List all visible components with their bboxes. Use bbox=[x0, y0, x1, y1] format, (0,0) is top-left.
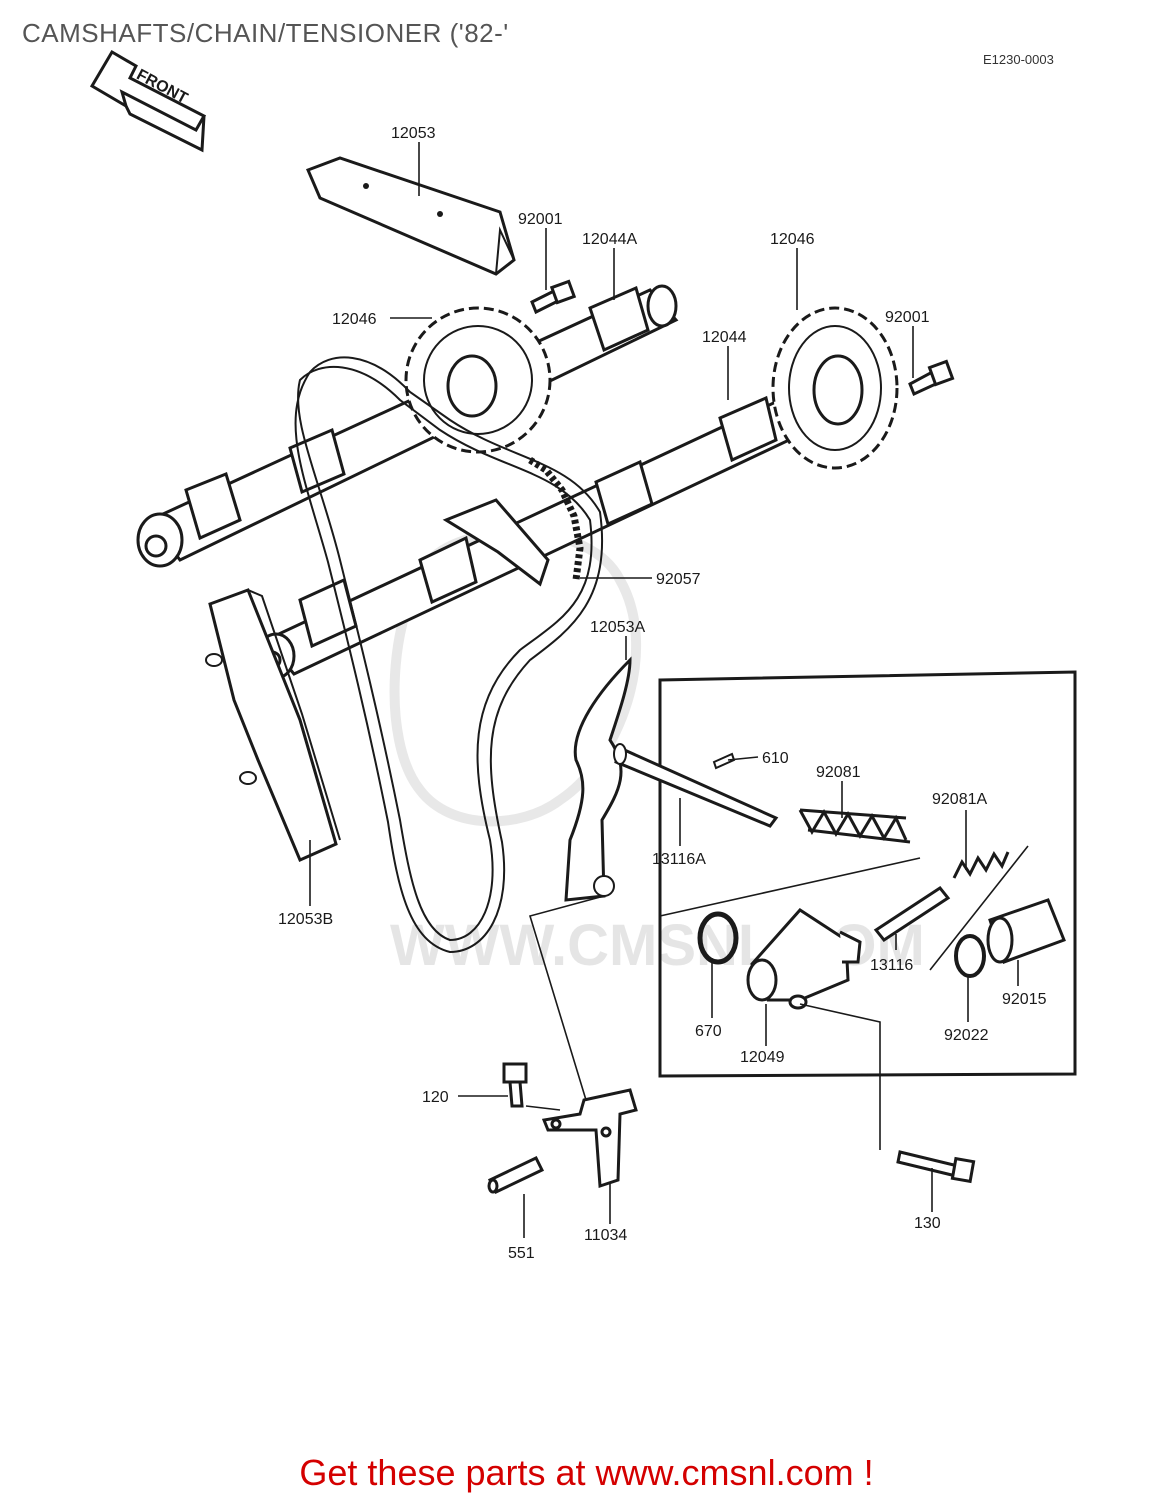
part-label-610: 610 bbox=[762, 750, 789, 767]
part-label-12053B: 12053B bbox=[278, 911, 333, 928]
part-label-12046-b: 12046 bbox=[770, 231, 815, 248]
part-label-92022: 92022 bbox=[944, 1027, 989, 1044]
part-label-12046-a: 12046 bbox=[332, 311, 377, 328]
washer-icon bbox=[954, 934, 986, 978]
part-label-130: 130 bbox=[914, 1215, 941, 1232]
part-label-670: 670 bbox=[695, 1023, 722, 1040]
part-label-120: 120 bbox=[422, 1089, 449, 1106]
pin-551-icon bbox=[487, 1156, 545, 1194]
part-label-92057: 92057 bbox=[656, 571, 701, 588]
spring-small-icon bbox=[952, 851, 1010, 879]
cap-icon bbox=[986, 898, 1066, 964]
tensioner-guide-icon bbox=[564, 656, 632, 902]
part-label-11034: 11034 bbox=[584, 1227, 627, 1244]
footer-link[interactable]: Get these parts at www.cmsnl.com ! bbox=[299, 1452, 874, 1493]
chain-guide-top-icon bbox=[306, 156, 516, 276]
leader-lines bbox=[309, 142, 1029, 1238]
tensioner-body-icon bbox=[746, 908, 862, 1010]
plunger-icon bbox=[873, 885, 951, 943]
pin-610-icon bbox=[712, 752, 736, 770]
front-arrow-icon: FRONT bbox=[89, 49, 207, 153]
bolt-92001-a-icon bbox=[530, 279, 577, 315]
sprocket-rear-icon bbox=[404, 306, 552, 454]
part-labels: 12053 92001 12044A 12046 12046 92001 120… bbox=[278, 125, 1047, 1262]
part-label-92015: 92015 bbox=[1002, 991, 1047, 1008]
part-label-92001-b: 92001 bbox=[885, 309, 930, 326]
part-label-12049: 12049 bbox=[740, 1049, 785, 1066]
bolt-130-icon bbox=[896, 1150, 976, 1184]
part-label-13116: 13116 bbox=[870, 957, 913, 974]
part-label-12044: 12044 bbox=[702, 329, 747, 346]
sprocket-front-icon bbox=[771, 306, 899, 470]
watermark: WWW.CMSNL.COM bbox=[389, 527, 925, 978]
bolt-120-icon bbox=[502, 1062, 528, 1108]
part-label-92001-a: 92001 bbox=[518, 211, 563, 228]
part-label-12053: 12053 bbox=[391, 125, 436, 142]
tensioner-inset-box bbox=[658, 670, 1077, 1078]
spring-large-icon bbox=[798, 808, 911, 844]
part-label-92081A: 92081A bbox=[932, 791, 987, 808]
part-label-13116A: 13116A bbox=[652, 851, 706, 868]
diagram-code: E1230-0003 bbox=[983, 52, 1054, 67]
parts-diagram: WWW.CMSNL.COM FRONT bbox=[89, 49, 1077, 1262]
part-label-12044A: 12044A bbox=[582, 231, 637, 248]
part-label-92081: 92081 bbox=[816, 764, 861, 781]
push-rod-icon bbox=[613, 743, 779, 828]
timing-chain-icon bbox=[294, 356, 603, 954]
bracket-icon bbox=[541, 1088, 638, 1189]
part-label-12053A: 12053A bbox=[590, 619, 645, 636]
part-label-551: 551 bbox=[508, 1245, 535, 1262]
chain-guide-rear-icon bbox=[205, 588, 341, 862]
o-ring-icon bbox=[697, 911, 739, 965]
bolt-92001-b-icon bbox=[908, 359, 955, 397]
page-title: CAMSHAFTS/CHAIN/TENSIONER ('82-' bbox=[22, 18, 509, 48]
footer-link-container: Get these parts at www.cmsnl.com ! bbox=[0, 1452, 1173, 1494]
